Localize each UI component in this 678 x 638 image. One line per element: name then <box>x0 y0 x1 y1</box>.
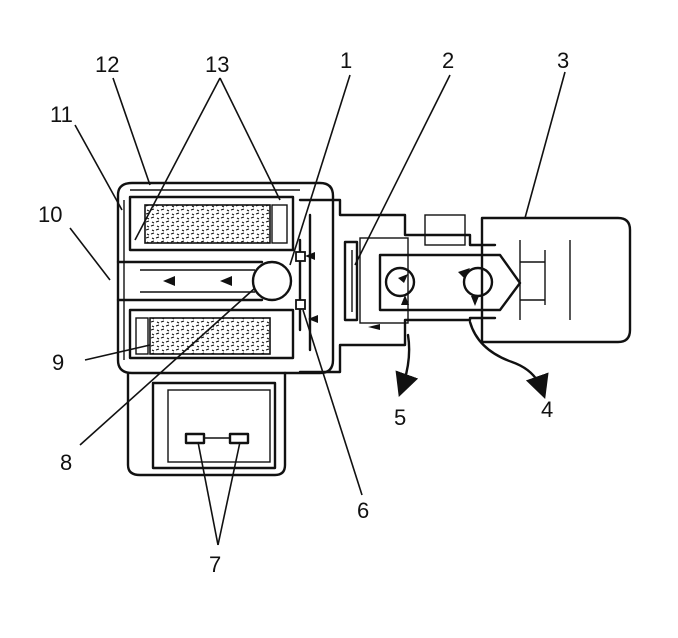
leader-lines <box>69 71 566 546</box>
callout-11: 11 <box>50 102 73 127</box>
callout-13: 13 <box>205 52 229 77</box>
exhaust-flow-arrow <box>468 320 549 400</box>
callout-labels: 1 2 3 4 5 6 7 8 9 10 11 12 13 <box>38 48 569 577</box>
callout-8: 8 <box>60 450 72 475</box>
callout-6: 6 <box>357 498 369 523</box>
lower-coil <box>128 308 295 360</box>
end-cap <box>480 216 632 344</box>
callout-5: 5 <box>394 405 406 430</box>
callout-2: 2 <box>442 48 454 73</box>
solenoid-housing <box>116 181 335 375</box>
upper-coil <box>128 195 295 252</box>
callout-1: 1 <box>340 48 352 73</box>
callout-12: 12 <box>95 52 119 77</box>
armature-tube <box>116 260 264 302</box>
callout-9: 9 <box>52 350 64 375</box>
inlet-flow-arrow <box>395 333 419 398</box>
callout-10: 10 <box>38 202 62 227</box>
callout-3: 3 <box>557 48 569 73</box>
electrical-connector <box>126 371 287 477</box>
valve-body <box>295 198 522 374</box>
callout-7: 7 <box>209 552 221 577</box>
callout-4: 4 <box>541 397 553 422</box>
check-ball <box>251 260 293 302</box>
